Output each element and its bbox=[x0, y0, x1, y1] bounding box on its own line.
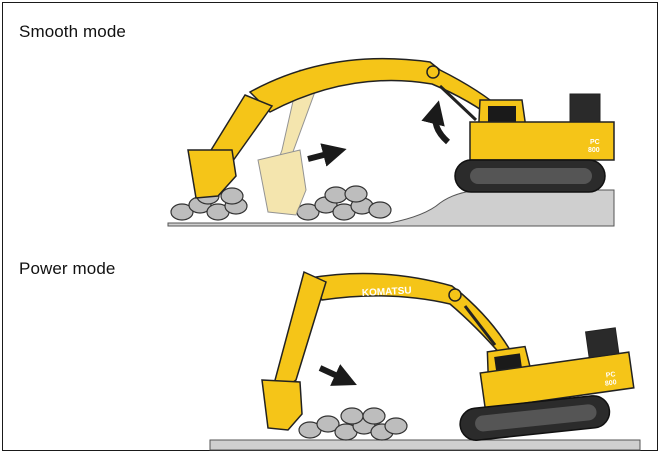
power-mode-scene: KOMATSU PC 800 bbox=[210, 272, 640, 450]
ground-flat bbox=[210, 440, 640, 450]
motion-arrow-icon bbox=[320, 368, 346, 380]
rock-pile-icon bbox=[299, 408, 407, 440]
arm bbox=[274, 272, 326, 392]
smooth-mode-scene: KOMATSU PC 800 bbox=[168, 59, 614, 226]
model-text-800: 800 bbox=[588, 147, 600, 154]
boom-lift-arrow-icon bbox=[435, 112, 448, 142]
model-text-pc: PC bbox=[605, 371, 616, 379]
motion-arrow-icon bbox=[308, 152, 335, 159]
bucket bbox=[262, 380, 302, 430]
model-text-pc: PC bbox=[590, 139, 600, 146]
